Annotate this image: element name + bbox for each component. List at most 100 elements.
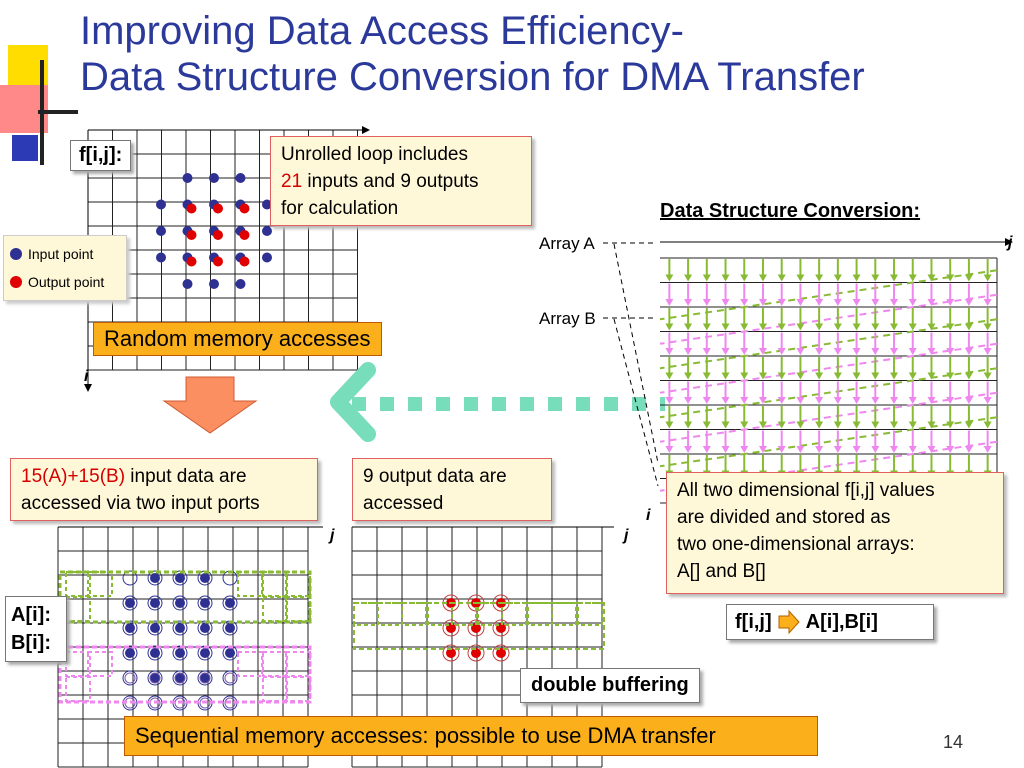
- output-buffer-cell: [377, 602, 403, 626]
- output-buffer-cell: [551, 602, 577, 626]
- array-a-arrowhead: [665, 421, 674, 429]
- input-dot-icon: [10, 248, 22, 260]
- array-a-arrowhead: [833, 421, 842, 429]
- input-point: [225, 648, 235, 658]
- ab-label: A[i]: B[i]:: [5, 596, 67, 662]
- array-b-arrowhead: [796, 397, 805, 404]
- array-b-arrowhead: [815, 348, 824, 355]
- output-point: [213, 203, 223, 214]
- ab-label-b: B[i]:: [11, 632, 51, 654]
- input-point-b: [124, 672, 136, 684]
- input-ports-line1: 15(A)+15(B) input data are: [21, 463, 307, 490]
- array-b-arrowhead: [964, 397, 973, 404]
- mapping-to: A[i],B[i]: [805, 610, 878, 633]
- array-a-arrowhead: [721, 323, 730, 331]
- array-b-arrowhead: [702, 348, 711, 355]
- input-count-text: 15(A)+15(B): [21, 466, 126, 487]
- output-ring: [442, 619, 460, 637]
- output-point: [496, 648, 506, 658]
- input-point: [200, 648, 210, 658]
- array-a-arrowhead: [684, 372, 693, 380]
- down-arrow-icon: [162, 376, 258, 434]
- top-axis-i: i: [84, 368, 89, 385]
- input-ports-line2: accessed via two input ports: [21, 493, 260, 514]
- array-a-arrowhead: [927, 274, 936, 282]
- array-a-arrowhead: [927, 421, 936, 429]
- input-point: [235, 173, 246, 183]
- array-b-arrowhead: [758, 299, 767, 306]
- array-a-arrowhead: [777, 372, 786, 380]
- array-a-arrowhead: [908, 421, 917, 429]
- unrolled-inputs-count: 21: [281, 171, 303, 192]
- conversion-note-line2: are divided and stored as: [677, 507, 891, 528]
- array-a-arrowhead: [871, 372, 880, 380]
- output-point: [239, 230, 250, 240]
- array-a-arrowhead: [740, 323, 749, 331]
- row-wrap-line: [659, 440, 998, 492]
- array-b-arrowhead: [833, 348, 842, 355]
- array-b-arrowhead: [833, 299, 842, 306]
- array-a-arrowhead: [983, 372, 992, 380]
- input-point: [209, 279, 219, 289]
- input-point: [125, 598, 135, 608]
- array-a-arrowhead: [702, 323, 711, 331]
- legend-input: Input point: [10, 240, 120, 268]
- input-ring: [122, 570, 138, 586]
- array-b-span-line: [613, 318, 659, 487]
- array-a-arrowhead: [665, 274, 674, 282]
- row-wrap-line: [659, 391, 998, 443]
- array-b-arrowhead: [721, 446, 730, 453]
- array-b-arrowhead: [684, 446, 693, 453]
- array-a-arrowhead: [815, 274, 824, 282]
- input-point: [125, 648, 135, 658]
- slide-number: 14: [943, 732, 964, 752]
- output-ring: [467, 619, 485, 637]
- input-point: [150, 648, 160, 658]
- output-buffer-cell: [401, 602, 427, 626]
- array-b-arrowhead: [908, 299, 917, 306]
- array-b-arrowhead: [908, 397, 917, 404]
- corner-logo: [0, 45, 78, 165]
- array-b-arrowhead: [777, 299, 786, 306]
- array-a-arrowhead: [983, 274, 992, 282]
- output-point: [239, 203, 250, 214]
- output-dot-icon: [10, 276, 22, 288]
- buffer-b-cell: [87, 651, 113, 677]
- array-a-arrowhead: [740, 274, 749, 282]
- input-ring: [197, 670, 213, 686]
- array-b-arrowhead: [796, 446, 805, 453]
- input-point: [156, 226, 166, 236]
- array-b-arrowhead: [777, 397, 786, 404]
- buffer-b-cell: [285, 651, 311, 677]
- sequential-access-label: Sequential memory accesses: possible to …: [124, 716, 818, 756]
- input-ring: [222, 670, 238, 686]
- input-point: [125, 623, 135, 633]
- array-b-arrowhead: [796, 348, 805, 355]
- array-b-arrowhead: [815, 299, 824, 306]
- array-b-arrowhead: [852, 446, 861, 453]
- slide-title: Improving Data Access Efficiency- Data S…: [80, 8, 1010, 100]
- row-wrap-line: [659, 416, 998, 468]
- input-ring: [147, 645, 163, 661]
- input-point-b: [199, 672, 211, 684]
- array-b-arrowhead: [740, 446, 749, 453]
- logo-blue-square: [12, 135, 38, 161]
- row-wrap-line: [659, 367, 998, 419]
- row-wrap-line: [659, 318, 998, 370]
- input-point: [175, 623, 185, 633]
- array-a-arrowhead: [702, 421, 711, 429]
- input-point: [262, 252, 272, 263]
- array-b-arrowhead: [833, 446, 842, 453]
- output-ring: [442, 644, 460, 662]
- output-note-line2: accessed: [363, 493, 444, 514]
- legend: Input point Output point: [3, 235, 127, 301]
- array-b-arrowhead: [946, 397, 955, 404]
- array-b-arrowhead: [852, 348, 861, 355]
- array-b-arrowhead: [946, 348, 955, 355]
- array-a-arrowhead: [927, 372, 936, 380]
- unrolled-line2: 21 inputs and 9 outputs: [281, 168, 521, 195]
- array-b-arrowhead: [852, 299, 861, 306]
- random-access-label: Random memory accesses: [93, 322, 382, 356]
- logo-vbar: [40, 60, 44, 165]
- array-a-arrowhead: [815, 372, 824, 380]
